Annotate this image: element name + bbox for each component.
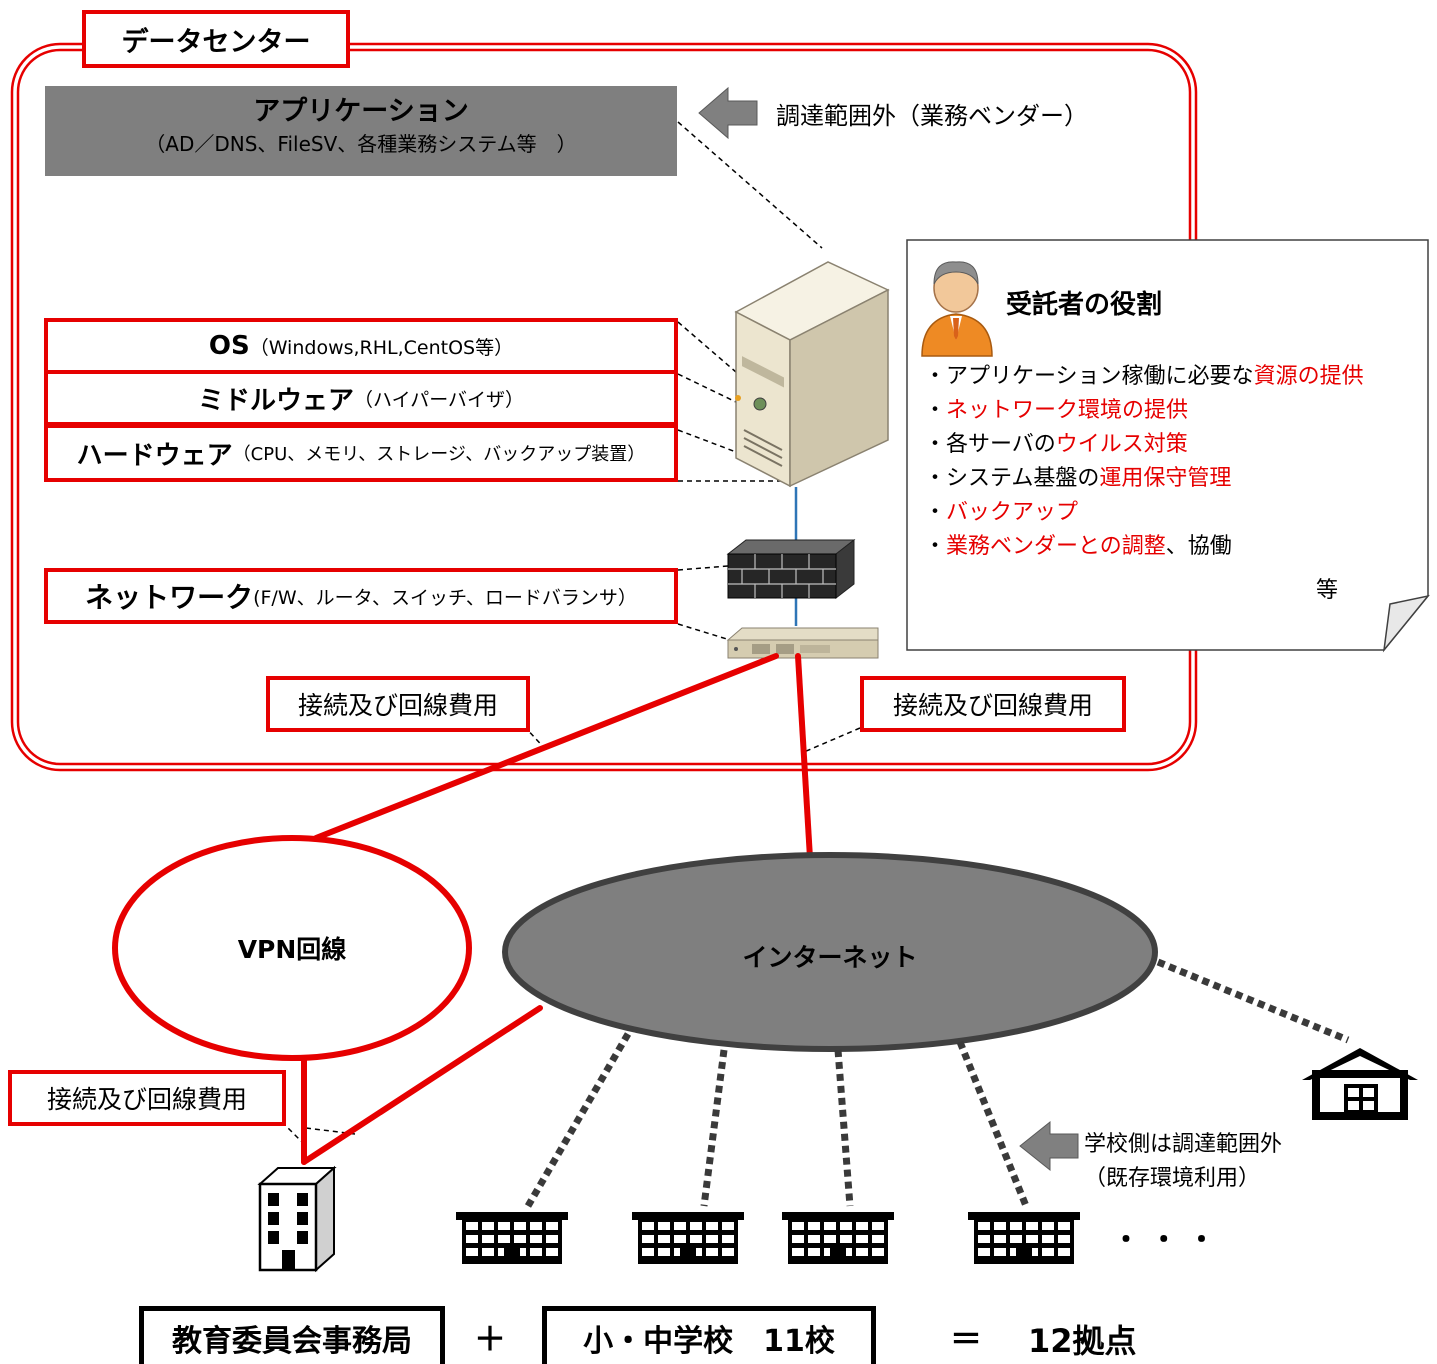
application-subtitle: （AD／DNS、FileSV、各種業務システム等 ） <box>145 132 577 156</box>
more-schools-ellipsis: ・ ・ ・ <box>1112 1223 1216 1256</box>
summary-total: 12拠点 <box>1028 1322 1137 1360</box>
firewall-icon <box>726 538 856 600</box>
layer-hardware-title: ハードウェア <box>76 440 233 471</box>
datacenter-label-box: データセンター <box>82 10 350 68</box>
vpn-label: VPN回線 <box>237 935 347 964</box>
role-item: ・各サーバのウイルス対策 <box>924 432 1188 457</box>
school-scope-arrow-icon <box>1019 1120 1079 1172</box>
layer-network-title: ネットワーク <box>85 581 254 614</box>
internet-cloud <box>502 852 1158 1052</box>
role-item: ・システム基盤の運用保守管理 <box>924 466 1232 491</box>
datacenter-label: データセンター <box>121 26 311 58</box>
layer-network-subtitle: (F/W、ルータ、スイッチ、ロードバランサ） <box>253 586 637 609</box>
layer-hardware-subtitle: （CPU、メモリ、ストレージ、バックアップ装置） <box>232 444 646 465</box>
role-item: ・バックアップ <box>924 500 1079 525</box>
vendor-out-of-scope-label: 調達範囲外（業務ベンダー） <box>776 102 1088 130</box>
school-building-icon <box>968 1212 1080 1264</box>
layer-middleware-title: ミドルウェア <box>197 385 354 416</box>
school-dotted-links <box>524 958 1350 1208</box>
school-scope-note-line1: 学校側は調達範囲外 <box>1084 1132 1283 1157</box>
school-building-icon <box>782 1212 894 1264</box>
role-item: ・業務ベンダーとの調整、協働 <box>924 534 1232 559</box>
school-scope-note: 学校側は調達範囲外 （既存環境利用） <box>1084 1128 1282 1196</box>
application-text: アプリケーション （AD／DNS、FileSV、各種業務システム等 ） <box>45 94 677 158</box>
summary-board-box: 教育委員会事務局 <box>139 1306 445 1364</box>
application-box <box>45 86 677 176</box>
layer-os: OS（Windows,RHL,CentOS等） <box>44 318 678 374</box>
school-scope-note-line2: （既存環境利用） <box>1084 1166 1261 1191</box>
house-icon <box>1302 1048 1418 1120</box>
layer-os-subtitle: （Windows,RHL,CentOS等） <box>249 336 514 359</box>
layer-middleware-subtitle: （ハイパーバイザ） <box>353 388 525 411</box>
roles-callout <box>906 239 1430 653</box>
layer-middleware: ミドルウェア（ハイパーバイザ） <box>44 370 678 426</box>
summary-board: 教育委員会事務局 <box>172 1323 412 1359</box>
summary-schools: 小・中学校 11校 <box>583 1323 835 1359</box>
red-connection-lines <box>301 653 813 1165</box>
vpn-cloud <box>112 835 472 1061</box>
roles-title: 受託者の役割 <box>1006 290 1163 320</box>
office-building-icon <box>257 1165 337 1273</box>
connection-cost-label-office: 接続及び回線費用 <box>8 1070 286 1126</box>
layer-os-title: OS <box>208 331 250 361</box>
vendor-arrow-icon <box>698 86 758 140</box>
role-item: ・アプリケーション稼働に必要な資源の提供 <box>924 364 1364 389</box>
summary-schools-box: 小・中学校 11校 <box>542 1306 876 1364</box>
school-building-icon <box>456 1212 568 1264</box>
application-title: アプリケーション <box>253 96 469 127</box>
internet-label: インターネット <box>742 943 918 972</box>
roles-list: ・アプリケーション稼働に必要な資源の提供 ・ネットワーク環境の提供 ・各サーバの… <box>924 360 1364 564</box>
layer-network: ネットワーク(F/W、ルータ、スイッチ、ロードバランサ） <box>44 568 678 624</box>
connection-cost-label-vpn: 接続及び回線費用 <box>266 676 530 732</box>
server-icon <box>734 261 890 488</box>
connection-cost-label-internet: 接続及び回線費用 <box>860 676 1126 732</box>
role-item: ・ネットワーク環境の提供 <box>924 398 1189 423</box>
layer-hardware: ハードウェア（CPU、メモリ、ストレージ、バックアップ装置） <box>44 424 678 482</box>
roles-etc: 等 <box>1316 578 1339 603</box>
person-icon <box>921 261 993 357</box>
school-buildings <box>456 1212 1080 1264</box>
school-building-icon <box>632 1212 744 1264</box>
router-icon <box>726 627 879 659</box>
summary-plus: ＋ <box>474 1320 507 1358</box>
summary-equals: ＝ <box>950 1320 983 1358</box>
